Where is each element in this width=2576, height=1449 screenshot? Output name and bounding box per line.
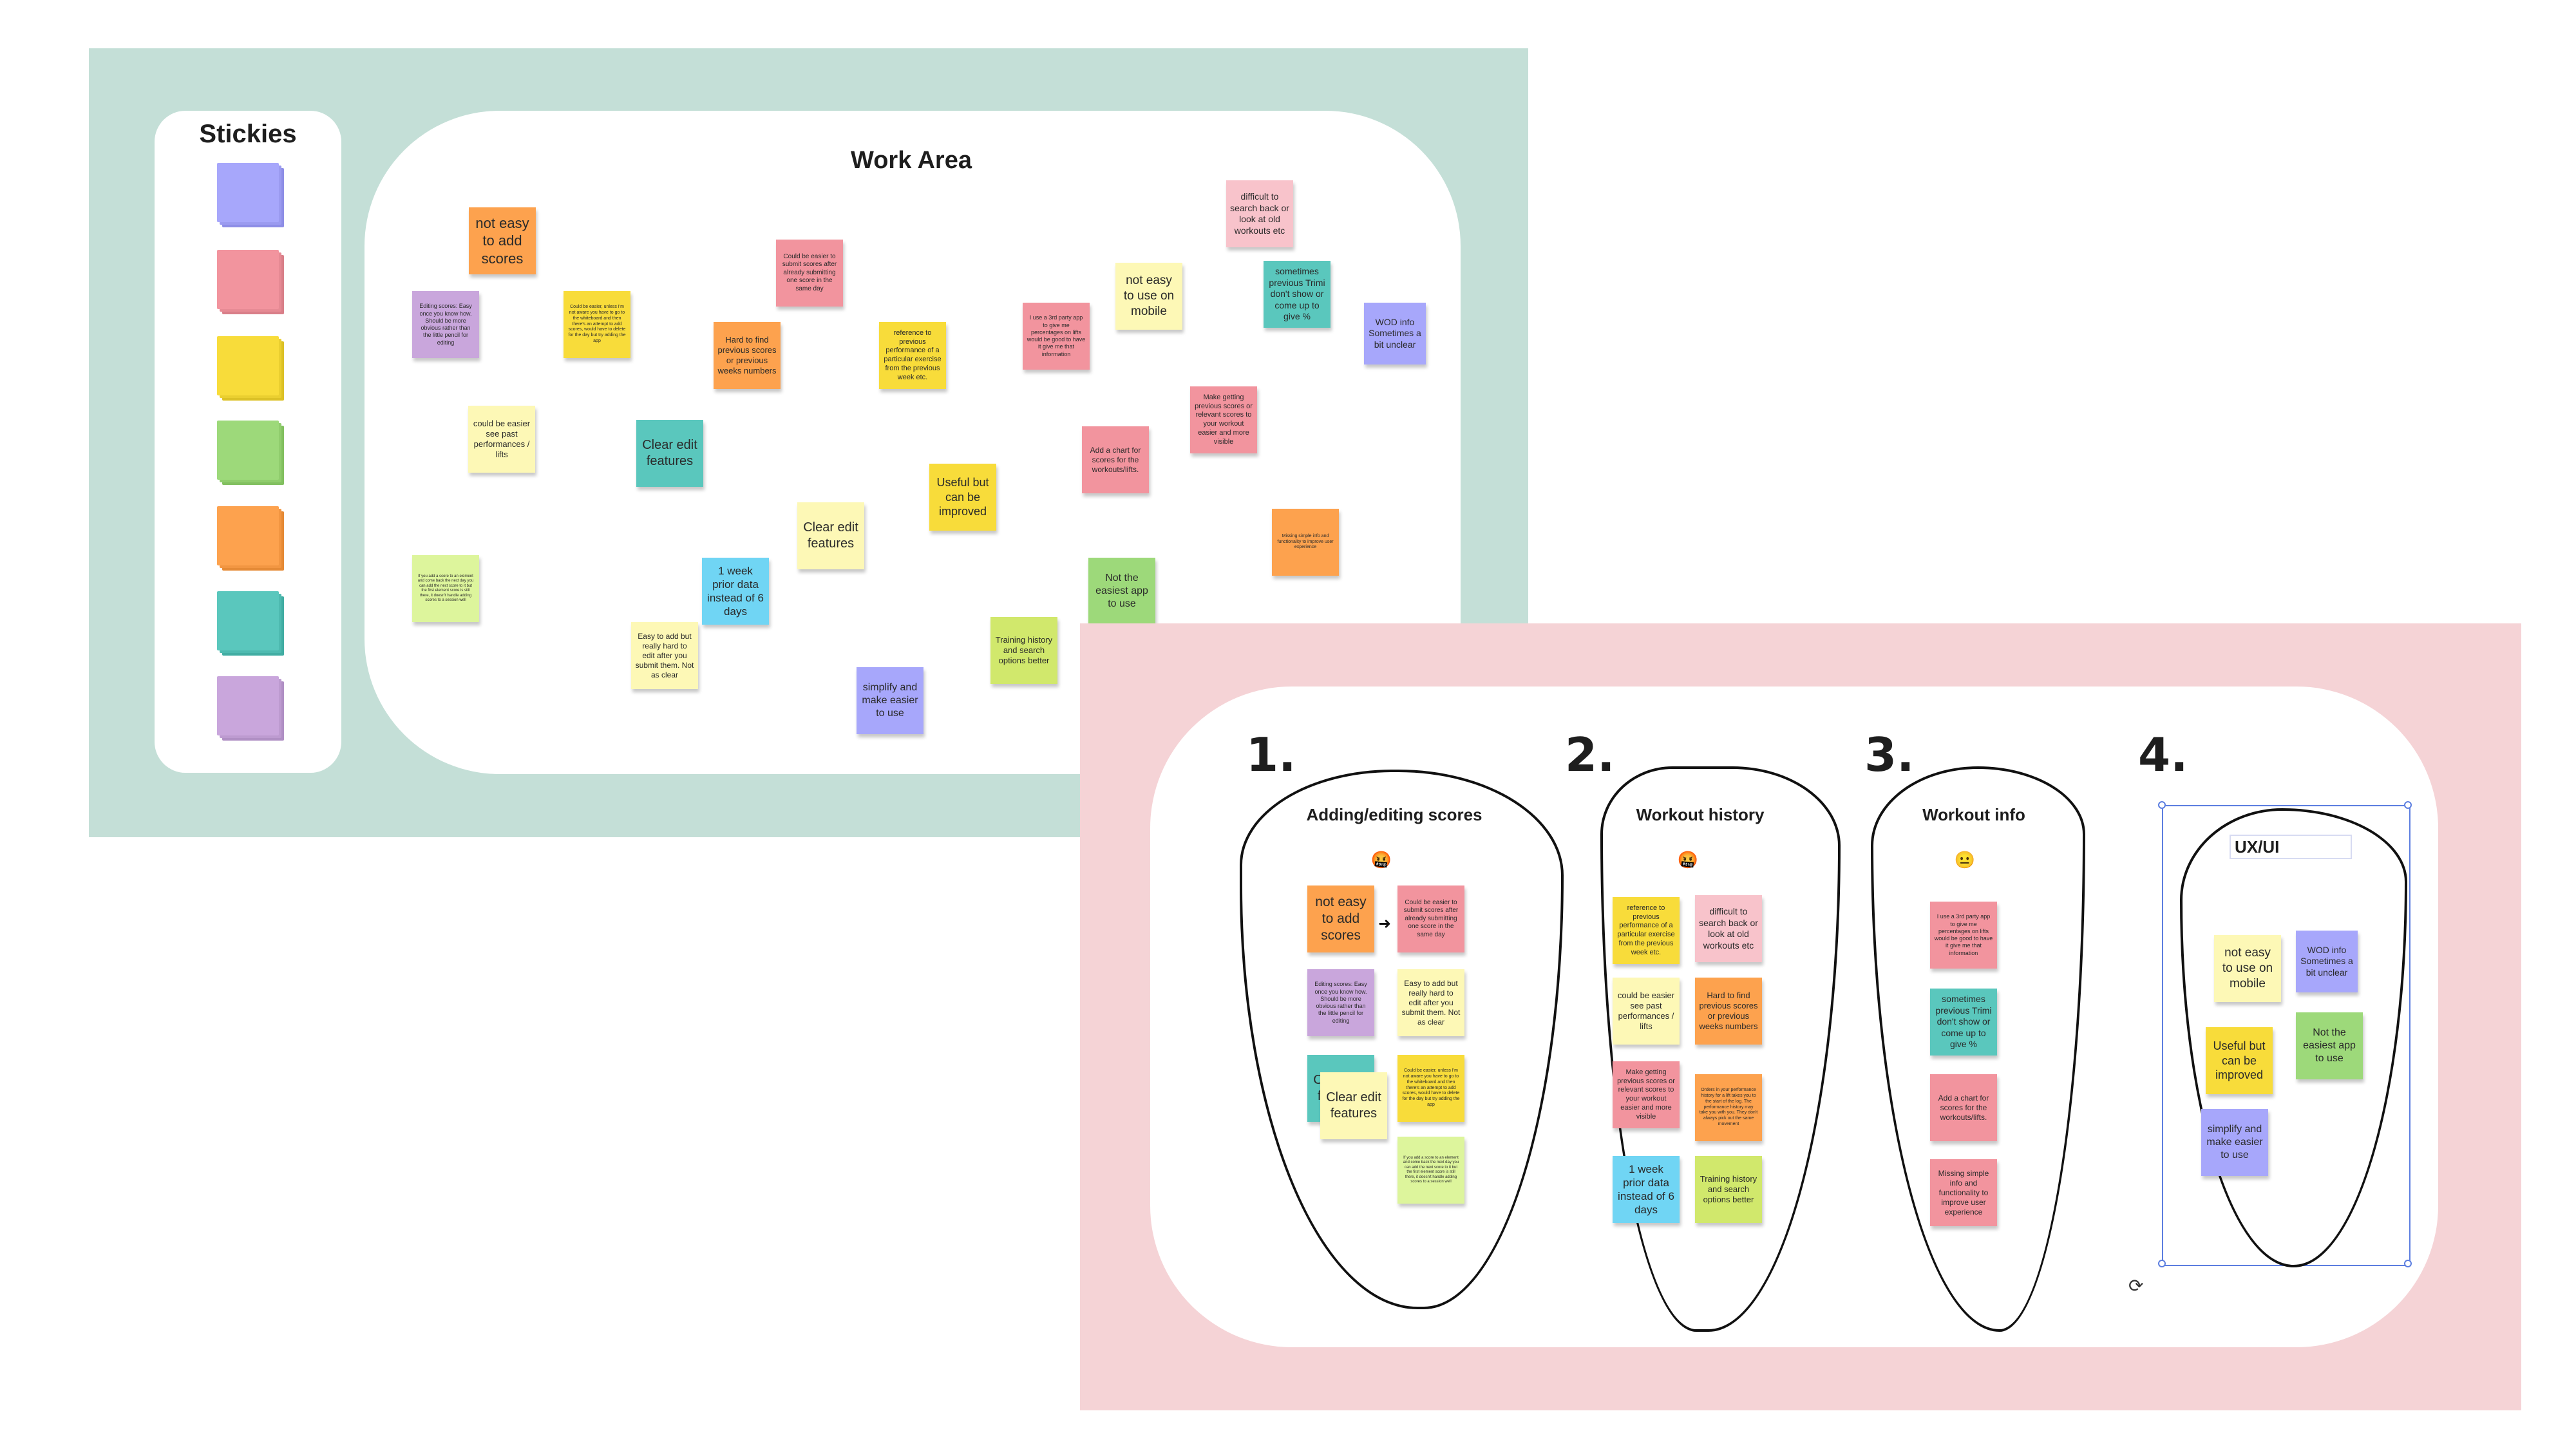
cluster-title: Workout history	[1636, 805, 1765, 824]
sticky-note[interactable]: Hard to find previous scores or previous…	[1695, 978, 1762, 1045]
sticky-note[interactable]: Editing scores: Easy once you know how. …	[1307, 969, 1374, 1036]
sticky-note[interactable]: 1 week prior data instead of 6 days	[1613, 1156, 1680, 1223]
sticky-note[interactable]: Missing simple info and functionality to…	[1930, 1159, 1997, 1226]
sticky-note[interactable]: WOD info Sometimes a bit unclear	[2296, 931, 2358, 992]
sticky-note[interactable]: Orders in your performance history for a…	[1695, 1074, 1762, 1141]
sticky-note[interactable]: Not the easiest app to use	[1088, 558, 1155, 625]
cluster-title: UX/UI	[2230, 835, 2352, 859]
sticky-note[interactable]: Training history and search options bett…	[990, 617, 1057, 684]
sticky-note[interactable]: could be easier see past performances / …	[1613, 978, 1680, 1045]
angry-face-icon: 🤬	[1677, 849, 1699, 869]
sticky-pad-pink[interactable]	[217, 250, 284, 314]
sticky-note[interactable]: sometimes previous Trimi don't show or c…	[1264, 261, 1331, 328]
resize-handle[interactable]	[2158, 801, 2166, 809]
sticky-note[interactable]: Could be easier, unless I'm not aware yo…	[1397, 1055, 1464, 1122]
sticky-note[interactable]: not easy to use on mobile	[2214, 935, 2281, 1002]
resize-handle[interactable]	[2404, 801, 2412, 809]
cluster-number: 4.	[2138, 728, 2188, 782]
sticky-pad-green[interactable]	[217, 421, 284, 485]
sticky-note[interactable]: 1 week prior data instead of 6 days	[702, 558, 769, 625]
sticky-note[interactable]: Easy to add but really hard to edit afte…	[1397, 969, 1464, 1036]
sticky-note[interactable]: Missing simple info and functionality to…	[1272, 509, 1339, 576]
sticky-pad-lavender[interactable]	[217, 676, 284, 741]
sticky-note[interactable]: Useful but can be improved	[929, 464, 996, 531]
resize-handle[interactable]	[2404, 1260, 2412, 1267]
sticky-note[interactable]: difficult to search back or look at old …	[1226, 180, 1293, 247]
sticky-note[interactable]: Training history and search options bett…	[1695, 1156, 1762, 1223]
sticky-pad-teal[interactable]	[217, 591, 284, 656]
sticky-note[interactable]: Clear edit features	[797, 502, 864, 569]
sticky-note[interactable]: Useful but can be improved	[2206, 1027, 2273, 1094]
sticky-note[interactable]: Add a chart for scores for the workouts/…	[1930, 1074, 1997, 1141]
rotate-icon[interactable]: ⟳	[2128, 1276, 2144, 1296]
sticky-note[interactable]: reference to previous performance of a p…	[879, 322, 946, 389]
sticky-note[interactable]: simplify and make easier to use	[2201, 1109, 2268, 1176]
sticky-note[interactable]: Editing scores: Easy once you know how. …	[412, 291, 479, 358]
sticky-note[interactable]: Could be easier to submit scores after a…	[1397, 886, 1464, 952]
sticky-pad-purple[interactable]	[217, 163, 284, 227]
sticky-note[interactable]: Hard to find previous scores or previous…	[714, 322, 781, 389]
sticky-note[interactable]: WOD info Sometimes a bit unclear	[1364, 303, 1426, 365]
sticky-note[interactable]: Make getting previous scores or relevant…	[1190, 386, 1257, 453]
sticky-note[interactable]: If you add a score to an element and com…	[1397, 1137, 1464, 1204]
sticky-pad-yellow[interactable]	[217, 336, 284, 401]
sticky-note[interactable]: Could be easier to submit scores after a…	[776, 240, 843, 307]
sticky-note[interactable]: reference to previous performance of a p…	[1613, 897, 1680, 964]
sticky-note[interactable]: I use a 3rd party app to give me percent…	[1023, 303, 1090, 370]
cluster-title: Adding/editing scores	[1306, 805, 1482, 824]
neutral-face-icon: 😐	[1954, 849, 1976, 869]
cluster-number: 3.	[1864, 728, 1915, 782]
sticky-note[interactable]: difficult to search back or look at old …	[1695, 895, 1762, 962]
angry-face-icon: 🤬	[1370, 849, 1392, 869]
cluster-number: 2.	[1565, 728, 1615, 782]
cluster-title: Workout info	[1922, 805, 2025, 824]
sticky-note[interactable]: Not the easiest app to use	[2296, 1012, 2363, 1079]
sticky-note[interactable]: not easy to add scores	[469, 207, 536, 274]
stickies-title: Stickies	[199, 120, 297, 148]
sticky-note[interactable]: could be easier see past performances / …	[468, 406, 535, 473]
sticky-note[interactable]: not easy to add scores	[1307, 886, 1374, 952]
sticky-note[interactable]: Make getting previous scores or relevant…	[1613, 1061, 1680, 1128]
sticky-note[interactable]: If you add a score to an element and com…	[412, 555, 479, 622]
sticky-note[interactable]: Clear edit features	[1320, 1072, 1387, 1139]
sticky-note[interactable]: Clear edit features	[636, 420, 703, 487]
sticky-pad-orange[interactable]	[217, 506, 284, 571]
work-area-title: Work Area	[851, 147, 972, 174]
sticky-note[interactable]: Could be easier, unless I'm not aware yo…	[564, 291, 630, 358]
sticky-note[interactable]: Easy to add but really hard to edit afte…	[631, 622, 698, 689]
sticky-note[interactable]: I use a 3rd party app to give me percent…	[1930, 902, 1997, 969]
sticky-note[interactable]: Add a chart for scores for the workouts/…	[1082, 426, 1149, 493]
sticky-note[interactable]: simplify and make easier to use	[857, 667, 923, 734]
sticky-note[interactable]: not easy to use on mobile	[1115, 263, 1182, 330]
cluster-number: 1.	[1246, 728, 1296, 782]
sticky-note[interactable]: sometimes previous Trimi don't show or c…	[1930, 989, 1997, 1056]
arrow-right-icon: ➜	[1378, 915, 1392, 933]
resize-handle[interactable]	[2158, 1260, 2166, 1267]
